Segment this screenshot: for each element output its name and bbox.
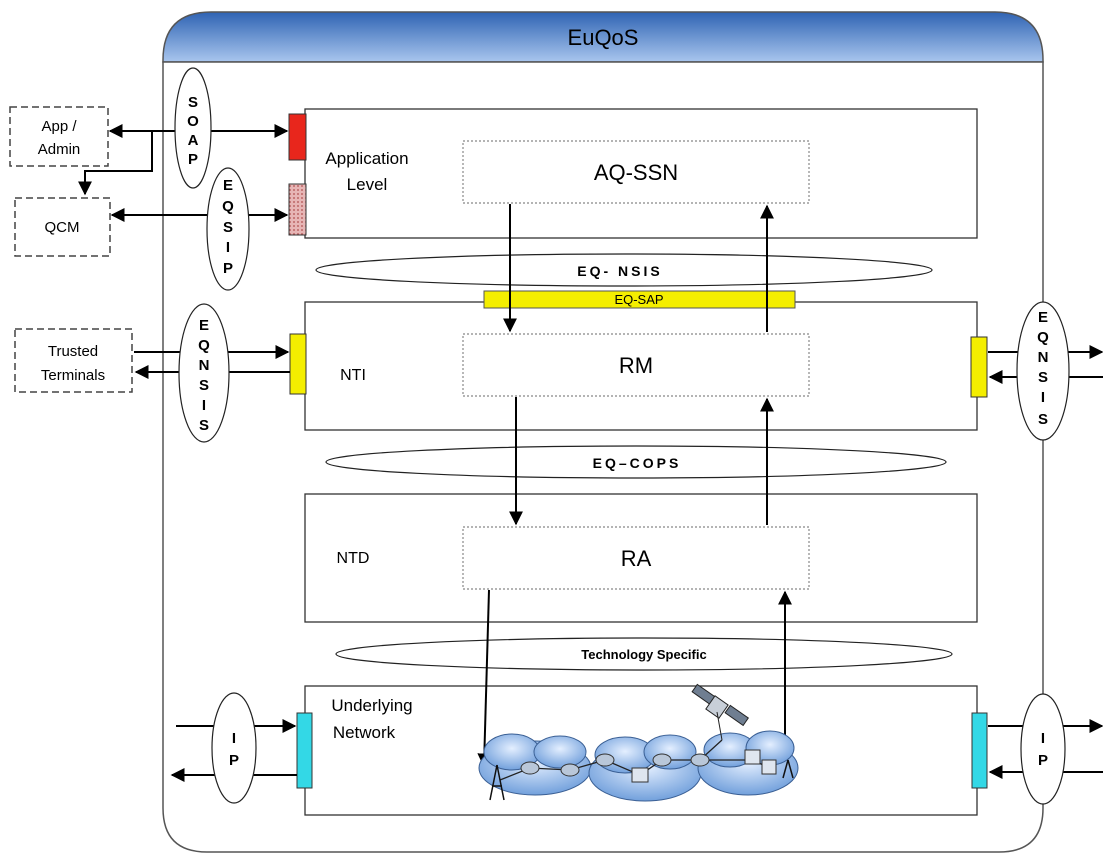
qcm-box: QCM [15,198,110,256]
soap-letter-3: A [188,132,199,149]
nti-label: NTI [340,367,366,384]
ip-left-letter-2: P [229,752,239,769]
app-admin-label-2: Admin [38,141,81,158]
ra-box: RA [463,527,809,589]
trusted-terminals-label-1: Trusted [48,343,98,360]
application-level-label-1: Application [325,149,408,168]
eqnsis-port-right [971,337,987,397]
aq-ssn-label: AQ-SSN [594,160,678,185]
soap-letter-2: O [187,113,199,130]
eqsip-letter-4: I [226,239,230,256]
eqnsis-right-letter-6: S [1038,411,1048,428]
trusted-terminals-box: Trusted Terminals [15,329,132,392]
euqos-title: EuQoS [568,25,639,50]
tech-specific-label: Technology Specific [581,647,706,662]
eqnsis-left-letter-1: E [199,317,209,334]
trusted-terminals-label-2: Terminals [41,367,105,384]
ip-left-letter-1: I [232,730,236,747]
eqsip-letter-2: Q [222,198,234,215]
ra-label: RA [621,546,652,571]
eqnsis-left-letter-2: Q [198,337,210,354]
soap-port [289,114,306,160]
eq-sap-bar: EQ-SAP [484,291,795,308]
ip-right-letter-2: P [1038,752,1048,769]
soap-letter-1: S [188,94,198,111]
app-admin-label-1: App / [41,118,77,135]
eqnsis-left-letter-6: S [199,417,209,434]
eqsip-letter-1: E [223,177,233,194]
eqnsis-left-letter-3: N [199,357,210,374]
ntd-label: NTD [337,550,370,567]
aq-ssn-box: AQ-SSN [463,141,809,203]
underlying-network-label-1: Underlying [331,696,412,715]
ip-left-ellipse [212,693,256,803]
qcm-label: QCM [45,219,80,236]
ip-right-letter-1: I [1041,730,1045,747]
rm-box: RM [463,334,809,396]
eqnsis-right-letter-4: S [1038,369,1048,386]
app-admin-box: App / Admin [10,107,108,166]
tech-specific-ellipse: Technology Specific [336,638,952,670]
underlying-network-label-2: Network [333,723,396,742]
eq-nsis-ellipse: EQ- NSIS [316,254,932,286]
eq-cops-label: EQ–COPS [593,455,682,471]
rm-label: RM [619,353,653,378]
eq-cops-ellipse: EQ–COPS [326,446,946,478]
eqnsis-right-letter-2: Q [1037,329,1049,346]
eqsip-letter-5: P [223,260,233,277]
eq-sap-label: EQ-SAP [614,292,663,307]
ip-right-ellipse [1021,694,1065,804]
eqnsis-left-letter-5: I [202,397,206,414]
eqnsis-right-letter-1: E [1038,309,1048,326]
soap-letter-4: P [188,151,198,168]
ip-port-right [972,713,987,788]
eqnsis-port-left [290,334,306,394]
ip-port-left [297,713,312,788]
eq-nsis-label: EQ- NSIS [577,263,662,279]
eqsip-letter-3: S [223,219,233,236]
eqnsis-left-letter-4: S [199,377,209,394]
eqnsis-right-letter-3: N [1038,349,1049,366]
eqnsis-right-letter-5: I [1041,389,1045,406]
application-level-label-2: Level [347,175,388,194]
eqsip-port [289,184,306,235]
